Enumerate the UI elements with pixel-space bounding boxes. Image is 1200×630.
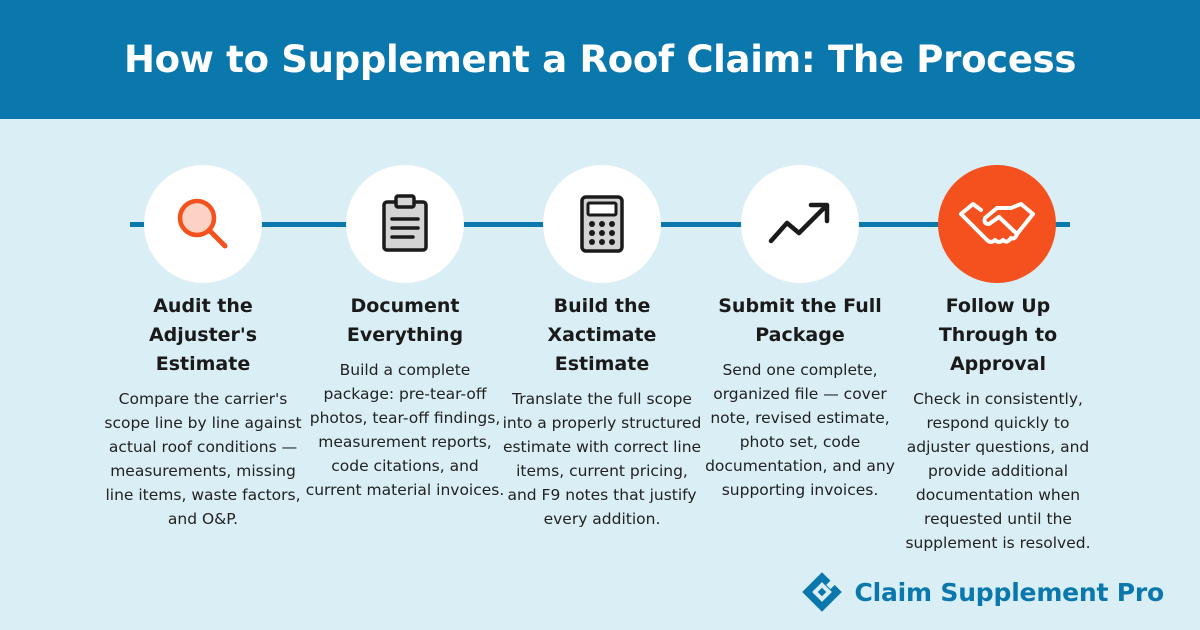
step-4: Submit the Full Package Send one complet… [700,292,900,502]
step-3-title: Build the Xactimate Estimate [547,295,657,375]
step-2-description: Build a complete package: pre-tear-off p… [305,361,505,499]
brand-name: Claim Supplement Pro [854,577,1164,607]
step-2-icon-circle [346,165,464,283]
header-banner: How to Supplement a Roof Claim: The Proc… [0,0,1200,119]
page-title: How to Supplement a Roof Claim: The Proc… [123,38,1077,81]
step-1: Audit the Adjuster's Estimate Compare th… [103,292,303,531]
calculator-icon [580,195,624,253]
step-3-description: Translate the full scope into a properly… [502,390,702,528]
handshake-icon [959,202,1035,244]
step-2-title: Document Everything [346,295,464,346]
step-1-title: Audit the Adjuster's Estimate [148,295,258,375]
magnifying-glass-icon [177,198,228,249]
step-4-title: Submit the Full Package [718,295,882,346]
step-3: Build the Xactimate Estimate Translate t… [502,292,702,531]
step-3-icon-circle [543,165,661,283]
step-4-icon-circle [741,165,859,283]
diamond-logo-icon [802,572,843,612]
step-2: Document Everything Build a complete pac… [305,292,505,502]
step-4-description: Send one complete, organized file — cove… [705,361,895,499]
step-5: Follow Up Through to Approval Check in c… [898,292,1098,555]
trend-up-icon [768,202,830,244]
step-1-description: Compare the carrier's scope line by line… [104,390,302,528]
step-5-icon-circle [938,165,1056,283]
step-1-icon-circle [144,165,262,283]
clipboard-icon [382,194,428,252]
step-5-title: Follow Up Through to Approval [938,295,1058,375]
brand-logo: Claim Supplement Pro [800,570,1164,614]
step-5-description: Check in consistently, respond quickly t… [905,390,1091,552]
